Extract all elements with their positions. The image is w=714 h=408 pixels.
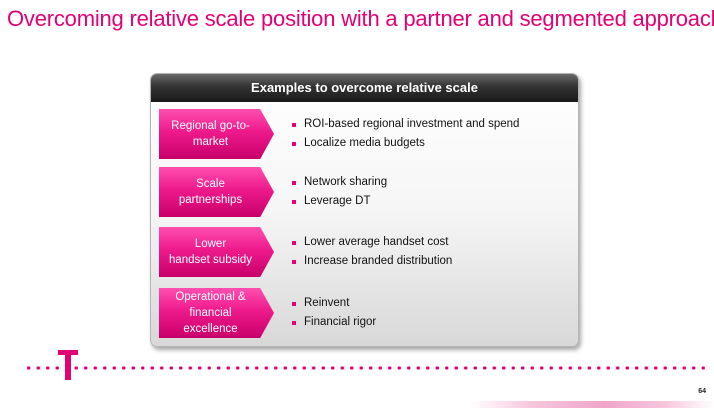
bullet-item: Financial rigor [292, 313, 376, 332]
chevron-scale-partnerships: Scale partnerships [159, 167, 274, 217]
bullet-list: Lower average handset cost Increase bran… [292, 233, 452, 271]
bullet-item: Leverage DT [292, 192, 387, 211]
bullet-item: ROI-based regional investment and spend [292, 115, 519, 134]
bullet-item: Localize media budgets [292, 134, 519, 153]
chevron-label: Scale partnerships [178, 178, 243, 206]
bullet-item: Reinvent [292, 294, 376, 313]
row-regional: Regional go-to- market ROI-based regiona… [159, 109, 569, 159]
t-logo-icon [58, 350, 78, 380]
logo-stem [65, 350, 71, 380]
bullet-item: Network sharing [292, 173, 387, 192]
bullet-list: Network sharing Leverage DT [292, 173, 387, 211]
bullet-list: Reinvent Financial rigor [292, 294, 376, 332]
bullet-list: ROI-based regional investment and spend … [292, 115, 519, 153]
chevron-label: Lower handset subsidy [168, 238, 253, 266]
chevron-label: Regional go-to- market [171, 120, 250, 148]
chevron-operational-excellence: Operational & financial excellence [159, 288, 274, 338]
footer-decoration [470, 401, 714, 408]
page-number: 64 [698, 388, 706, 395]
row-scale-partnerships: Scale partnerships Network sharing Lever… [159, 167, 569, 217]
bullet-item: Lower average handset cost [292, 233, 452, 252]
row-handset-subsidy: Lower handset subsidy Lower average hand… [159, 227, 569, 277]
panel-header: Examples to overcome relative scale [151, 74, 578, 102]
row-operational-excellence: Operational & financial excellence Reinv… [159, 288, 569, 338]
chevron-handset-subsidy: Lower handset subsidy [159, 227, 274, 277]
bullet-item: Increase branded distribution [292, 252, 452, 271]
examples-panel: Examples to overcome relative scale Regi… [150, 73, 579, 347]
chevron-regional: Regional go-to- market [159, 109, 274, 159]
chevron-label: Operational & financial excellence [175, 291, 246, 335]
slide-title: Overcoming relative scale position with … [7, 6, 714, 31]
dotted-divider [24, 366, 708, 370]
